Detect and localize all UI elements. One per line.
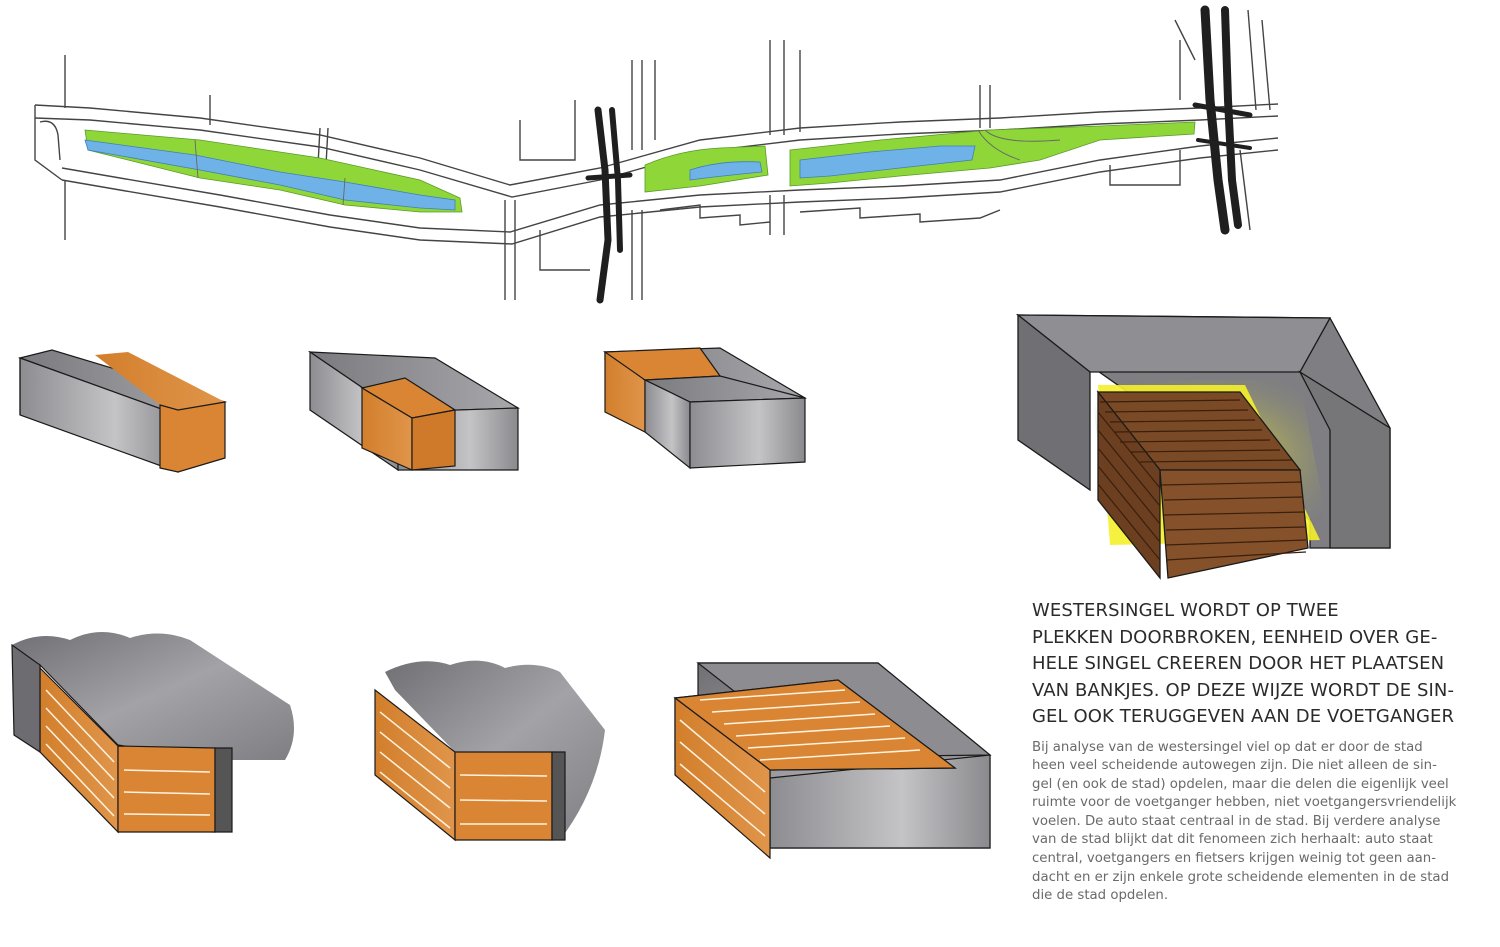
body-line: voelen. De auto staat centraal in de sta… [1032,813,1441,829]
body-line: die de stad opdelen. [1032,888,1169,904]
map-water [84,139,976,211]
map-roads [34,9,1279,300]
heading-line: VAN BANKJES. OP DEZE WIJZE WORDT DE SIN- [1032,679,1455,701]
body-line: ruimte voor de voetganger hebben, niet v… [1032,795,1457,811]
body-line: van de stad blijkt dat dit fenomeen zich… [1032,832,1433,848]
bench-concept-3 [602,347,808,470]
body-line: heen veel scheidende autowegen zijn. Die… [1032,758,1437,774]
body-line: Bij analyse van de westersingel viel op … [1032,739,1423,755]
bench-concept-2 [307,350,521,472]
body-line: central, voetgangers en fietsers krijgen… [1032,851,1437,867]
description-panel: WESTERSINGEL WORDT OP TWEE PLEKKEN DOORB… [1032,598,1482,906]
panel-body: Bij analyse van de westersingel viel op … [1032,739,1482,906]
singel-map [34,5,1279,304]
panel-heading: WESTERSINGEL WORDT OP TWEE PLEKKEN DOORB… [1032,598,1482,731]
bench-concept-large [1015,313,1391,580]
map-arterials [585,5,1253,304]
wood-slats [1097,399,1307,561]
map-paths [194,129,1061,206]
heading-line: GEL OOK TERUGGEVEN AAN DE VOETGANGER [1032,706,1455,727]
body-line: dacht en er zijn enkele grote scheidende… [1032,869,1450,885]
bench-concept-1 [17,349,228,473]
heading-line: HELE SINGEL CREEREN DOOR HET PLAATSEN [1032,653,1445,674]
body-line: gel (en ook de stad) opdelen, maar die d… [1032,776,1449,792]
bench-concept-5 [374,660,605,842]
heading-line: WESTERSINGEL WORDT OP TWEE [1032,600,1339,621]
bench-concept-6 [673,662,992,860]
heading-line: PLEKKEN DOORBROKEN, EENHEID OVER GE- [1032,626,1438,648]
bench-concept-4 [11,631,294,834]
